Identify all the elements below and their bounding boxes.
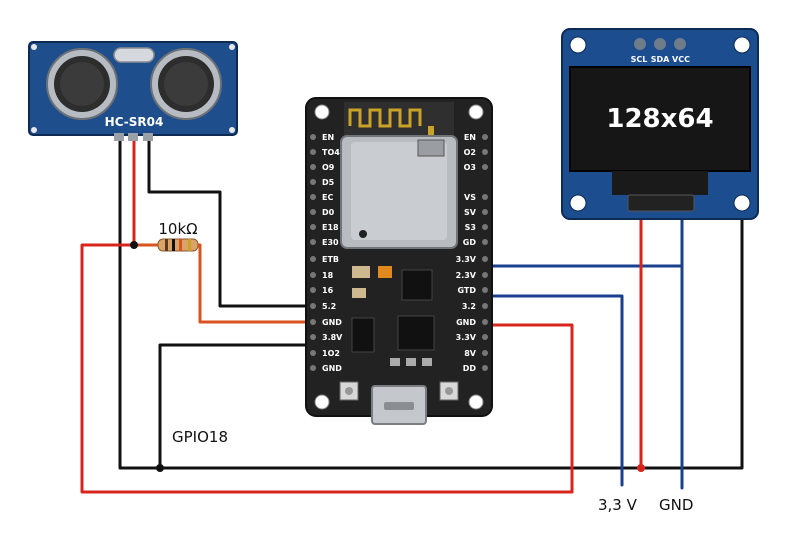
wire-black-gpio18 xyxy=(158,343,320,470)
left-pin-label: E30 xyxy=(322,238,339,247)
antenna-trace xyxy=(348,108,422,128)
hc-sr04-sensor[interactable]: HC-SR04 xyxy=(28,41,238,141)
left-pin-label: TO4 xyxy=(322,148,340,157)
crystal xyxy=(113,47,155,63)
left-pin-label: EC xyxy=(322,193,333,202)
right-pin-label: EN xyxy=(464,133,476,142)
esp32-board[interactable]: EN TO4 O9 D5 EC D0 E18 E30 ETB 18 16 5.2… xyxy=(305,97,493,425)
junction-dot xyxy=(637,464,645,472)
esp32-left-pins: EN TO4 O9 D5 EC D0 E18 E30 ETB 18 16 5.2… xyxy=(310,133,343,373)
right-pin-label: GND xyxy=(456,318,476,327)
sensor-label: HC-SR04 xyxy=(105,115,164,129)
wire-blue-33v xyxy=(480,294,624,487)
left-pin-label: 16 xyxy=(322,286,334,295)
left-pin-label: GND xyxy=(322,364,342,373)
esp32-right-pins: EN O2 O3 VS SV S3 GD 3.3V 2.3V GTD 3.2 G… xyxy=(456,133,488,373)
right-pin-label: S3 xyxy=(465,223,476,232)
oled-pin-vcc: VCC xyxy=(672,55,690,64)
boot-button[interactable] xyxy=(339,381,359,401)
wire-black-sensor-gnd xyxy=(118,136,744,470)
left-pin-label: O9 xyxy=(322,163,335,172)
reset-button[interactable] xyxy=(439,381,459,401)
oled-pin-scl: SCL xyxy=(631,55,648,64)
right-pin-label: 8V xyxy=(464,349,477,358)
right-pin-label: 3.2 xyxy=(462,302,476,311)
transducer-left xyxy=(46,48,118,120)
left-pin-label: 1O2 xyxy=(322,349,340,358)
wires xyxy=(80,136,744,494)
resistor-label: 10kΩ xyxy=(158,220,197,238)
left-pin-label: E18 xyxy=(322,223,339,232)
oled-screen xyxy=(569,66,751,172)
oled-pin-sda: SDA xyxy=(651,55,670,64)
left-pin-label: 18 xyxy=(322,271,334,280)
left-pin-label: EN xyxy=(322,133,334,142)
v33-label: 3,3 V xyxy=(598,496,638,514)
right-pin-label: O2 xyxy=(464,148,476,157)
left-pin-label: D5 xyxy=(322,178,335,187)
right-pin-label: 3.3V xyxy=(456,333,477,342)
gpio18-label: GPIO18 xyxy=(172,428,228,446)
left-pin-label: GND xyxy=(322,318,342,327)
oled-resolution: 128x64 xyxy=(606,104,713,134)
right-pin-label: GD xyxy=(463,238,477,247)
right-pin-label: SV xyxy=(464,208,477,217)
wire-black-sensor-echo xyxy=(147,136,320,308)
left-pin-label: D0 xyxy=(322,208,335,217)
right-pin-label: VS xyxy=(464,193,476,202)
gnd-label: GND xyxy=(659,496,693,514)
right-pin-label: 3.3V xyxy=(456,255,477,264)
right-pin-label: 2.3V xyxy=(456,271,477,280)
right-pin-label: O3 xyxy=(464,163,476,172)
wire-blue-sda xyxy=(480,216,684,268)
oled-ribbon xyxy=(612,171,708,195)
junction-dot xyxy=(130,241,138,249)
oled-display[interactable]: SCL SDA VCC 128x64 xyxy=(561,28,759,220)
left-pin-label: ETB xyxy=(322,255,339,264)
resistor-10k[interactable]: 10kΩ xyxy=(157,220,199,252)
junction-dot xyxy=(156,464,164,472)
transducer-right xyxy=(150,48,222,120)
right-pin-label: DD xyxy=(463,364,477,373)
left-pin-label: 5.2 xyxy=(322,302,336,311)
right-pin-label: GTD xyxy=(457,286,476,295)
wire-orange-to-board xyxy=(194,243,320,324)
left-pin-label: 3.8V xyxy=(322,333,343,342)
